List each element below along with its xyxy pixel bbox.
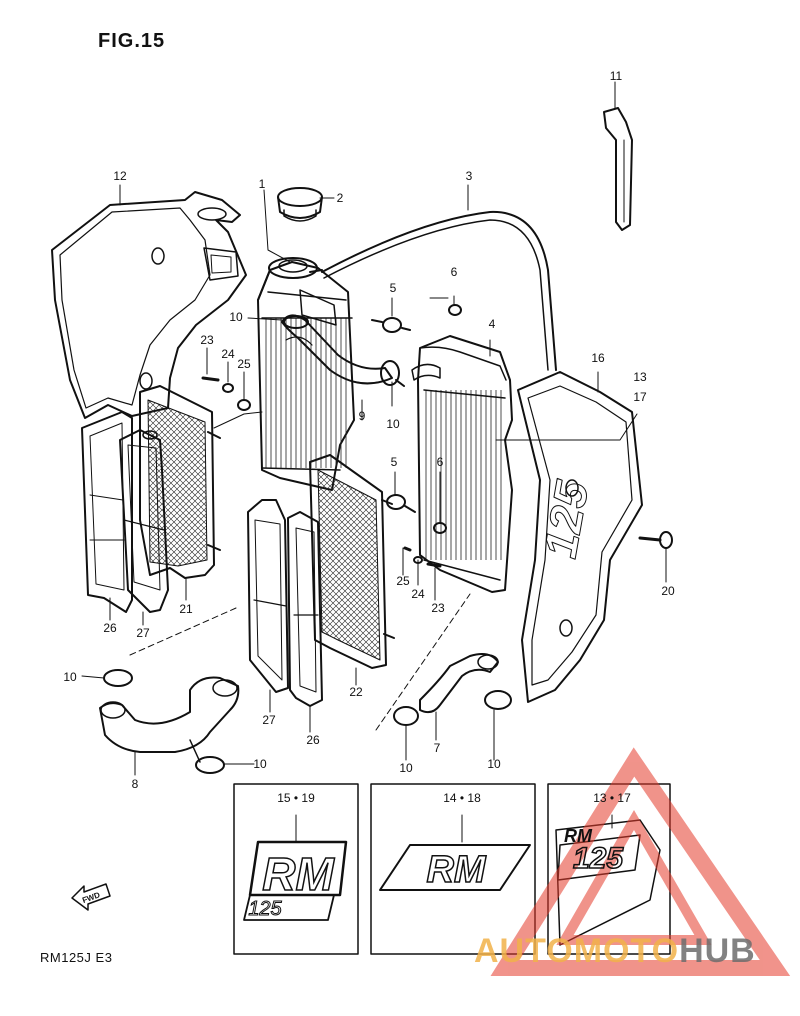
decal-set-label: 14 • 18 bbox=[443, 791, 481, 805]
shroud-bolt-20 bbox=[638, 531, 673, 549]
tie-strap-11 bbox=[603, 107, 633, 231]
decal-graphic-subtext: 125 bbox=[573, 842, 624, 875]
watermark-logo-icon bbox=[490, 747, 791, 976]
lower-hose-7 bbox=[419, 653, 499, 714]
callout-label: 17 bbox=[633, 390, 647, 404]
hose-clamp-lower-4 bbox=[484, 690, 512, 710]
left-radiator bbox=[257, 261, 355, 491]
hose-clamp-lower-1 bbox=[103, 669, 133, 687]
decal-set-label: 15 • 19 bbox=[277, 791, 315, 805]
svg-text:125: 125 bbox=[534, 476, 599, 562]
overflow-hose-3 bbox=[321, 210, 557, 371]
callout-label: 10 bbox=[386, 417, 400, 431]
callout-label: 27 bbox=[136, 626, 150, 640]
right-frame-26 bbox=[287, 511, 323, 707]
callout-label: 27 bbox=[262, 713, 276, 727]
decal-graphic-text: RM bbox=[262, 848, 335, 900]
fwd-arrow-icon bbox=[71, 883, 111, 911]
decal-box-1 bbox=[233, 783, 359, 955]
hose-clamp-upper-left bbox=[283, 315, 309, 329]
hose-clamp-lower-3 bbox=[393, 706, 419, 726]
callout-label: 6 bbox=[451, 265, 458, 279]
leader-lines bbox=[81, 81, 667, 776]
callout-labels: 1 2 3 4 5 5 6 6 7 8 9 10 10 10 10 10 10 … bbox=[63, 69, 675, 791]
callout-label: 25 bbox=[396, 574, 410, 588]
watermark-text: AUTOMOTOHUB bbox=[474, 932, 756, 971]
callout-label: 10 bbox=[253, 757, 267, 771]
figure-title: FIG.15 bbox=[98, 30, 166, 52]
callout-label: 7 bbox=[434, 741, 441, 755]
callout-label: 8 bbox=[132, 777, 139, 791]
callout-label: 9 bbox=[359, 409, 366, 423]
callout-label: 10 bbox=[399, 761, 413, 775]
callout-label: 10 bbox=[63, 670, 77, 684]
callout-label: 13 bbox=[633, 370, 647, 384]
callout-label: 1 bbox=[259, 177, 266, 191]
callout-label: 23 bbox=[431, 601, 445, 615]
decal-graphic-subtext: 125 bbox=[248, 898, 282, 920]
mount-bolt-6-upper bbox=[448, 304, 462, 316]
callout-label: 22 bbox=[349, 685, 363, 699]
radiator-cap bbox=[277, 187, 323, 222]
callout-label: 16 bbox=[591, 351, 605, 365]
callout-label: 25 bbox=[237, 357, 251, 371]
model-code: RM125J E3 bbox=[40, 950, 113, 965]
callout-label: 11 bbox=[610, 69, 623, 83]
callout-label: 26 bbox=[103, 621, 117, 635]
right-radiator-4 bbox=[411, 335, 513, 593]
callout-label: 2 bbox=[337, 191, 344, 205]
mount-bolt-6-lower bbox=[433, 522, 447, 534]
callout-label: 3 bbox=[466, 169, 473, 183]
decal-graphic-text: RM bbox=[564, 826, 593, 846]
right-mesh-guard-22 bbox=[309, 454, 395, 669]
callout-label: 26 bbox=[306, 733, 320, 747]
right-radiator-shroud-16: 125 bbox=[517, 371, 643, 703]
left-frame-26 bbox=[81, 411, 133, 613]
callout-label: 4 bbox=[489, 317, 496, 331]
callout-label: 5 bbox=[391, 455, 398, 469]
callout-label: 10 bbox=[487, 757, 501, 771]
decal-labels: 15 • 19 14 • 18 13 • 17 RM 125 RM RM 125… bbox=[81, 791, 631, 921]
callout-label: 24 bbox=[221, 347, 235, 361]
decal-graphic-text: RM bbox=[426, 849, 486, 891]
left-panel-27 bbox=[119, 429, 169, 613]
watermark-text-part2: HUB bbox=[679, 932, 756, 970]
lower-hose-8 bbox=[99, 676, 240, 763]
hose-clamp-upper-right bbox=[380, 360, 405, 387]
callout-label: 12 bbox=[113, 169, 127, 183]
mount-bolt-5-upper bbox=[371, 317, 411, 333]
callout-label: 5 bbox=[390, 281, 397, 295]
left-mesh-guard bbox=[139, 385, 221, 579]
watermark-text-part1: AUTOMOTO bbox=[474, 932, 680, 970]
left-radiator-shroud bbox=[51, 191, 247, 419]
radiator-filler-neck bbox=[268, 257, 323, 279]
callout-label: 23 bbox=[200, 333, 214, 347]
callout-label: 10 bbox=[229, 310, 243, 324]
hose-clamp-lower-2 bbox=[195, 756, 225, 774]
callout-label: 24 bbox=[411, 587, 425, 601]
right-panel-27 bbox=[247, 499, 289, 693]
callout-label: 6 bbox=[437, 455, 444, 469]
callout-label: 21 bbox=[179, 602, 193, 616]
decal-box-2 bbox=[370, 783, 536, 955]
callout-label: 20 bbox=[661, 584, 675, 598]
decal-set-label: 13 • 17 bbox=[593, 791, 631, 805]
